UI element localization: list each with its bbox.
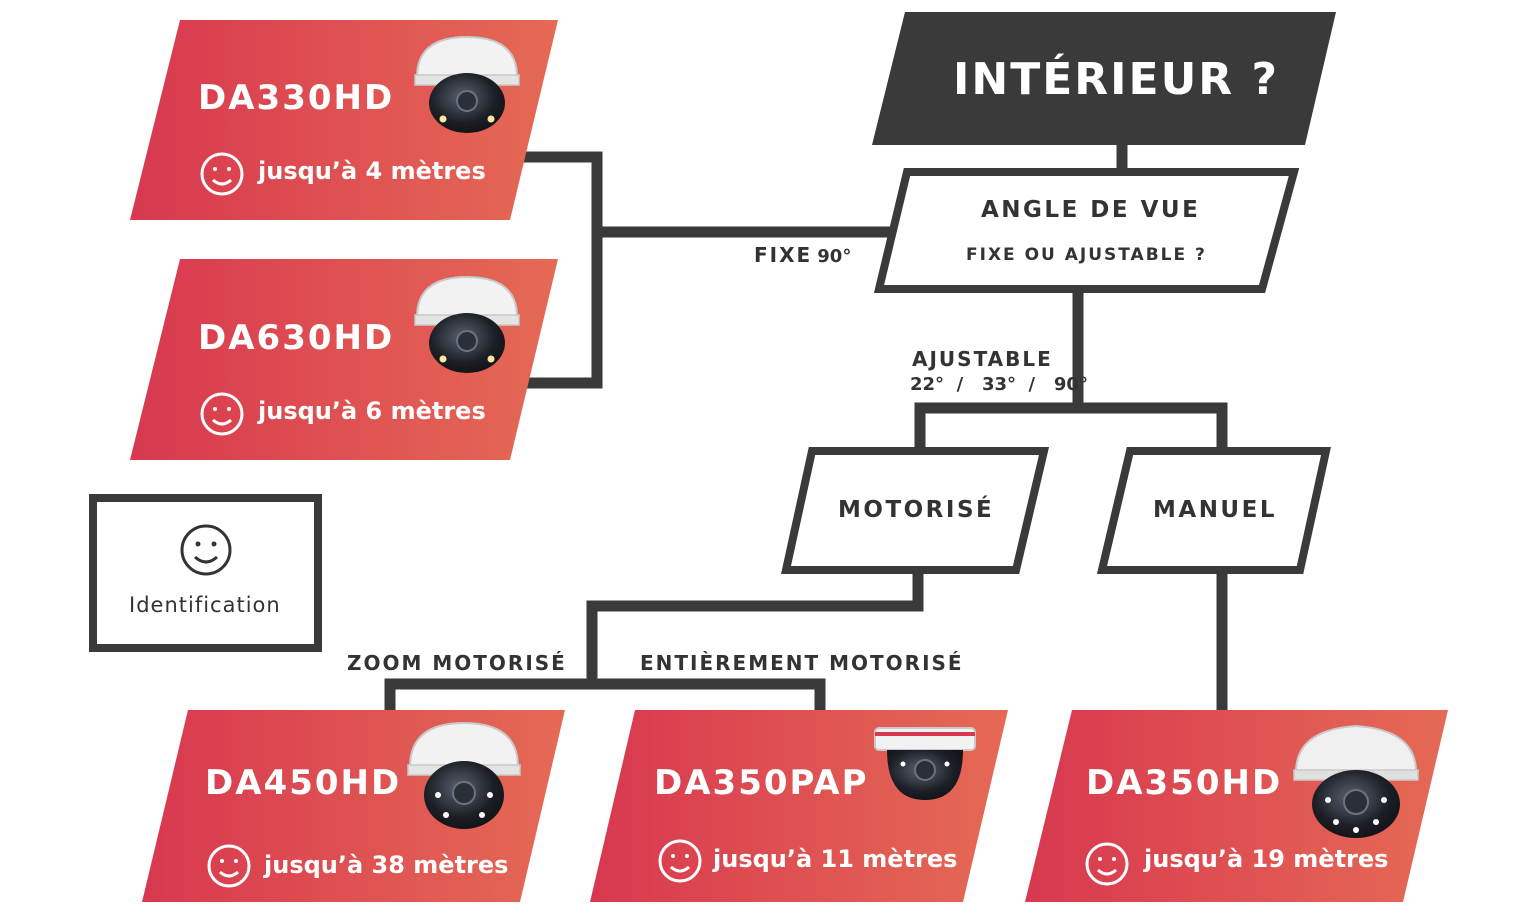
connector-split-motor-manual: [920, 408, 1222, 448]
product-range: jusqu’à 4 mètres: [258, 157, 486, 185]
edge-label-fixed-text: FIXE: [754, 243, 812, 267]
product-name: DA630HD: [198, 318, 394, 358]
product-name: DA450HD: [205, 763, 401, 803]
product-range: jusqu’à 6 mètres: [258, 397, 486, 425]
angle-node-title: ANGLE DE VUE: [981, 197, 1200, 223]
manual-node-label: MANUEL: [1153, 497, 1277, 523]
edge-label-fixed: FIXE 90°: [754, 243, 851, 267]
motor-node-label: MOTORISÉ: [838, 497, 994, 523]
angle-node-subtitle: FIXE OU AJUSTABLE ?: [966, 245, 1207, 265]
product-name: DA350PAP: [654, 763, 869, 803]
product-name: DA330HD: [198, 78, 394, 118]
product-range: jusqu’à 11 mètres: [713, 845, 957, 873]
edge-label-adjustable: AJUSTABLE: [912, 347, 1053, 371]
product-range: jusqu’à 19 mètres: [1144, 845, 1388, 873]
edge-label-full-motor: ENTIÈREMENT MOTORISÉ: [640, 651, 964, 675]
edge-label-adjustable-values: 22° / 33° / 90°: [910, 374, 1088, 395]
angle-node-shape: [879, 172, 1294, 289]
product-range: jusqu’à 38 mètres: [264, 851, 508, 879]
edge-label-zoom: ZOOM MOTORISÉ: [347, 651, 567, 675]
header-title: INTÉRIEUR ?: [953, 54, 1279, 105]
connector-motor-split: [390, 684, 820, 710]
legend-label: Identification: [129, 593, 281, 617]
product-name: DA350HD: [1086, 763, 1282, 803]
edge-label-fixed-value: 90°: [817, 246, 851, 267]
